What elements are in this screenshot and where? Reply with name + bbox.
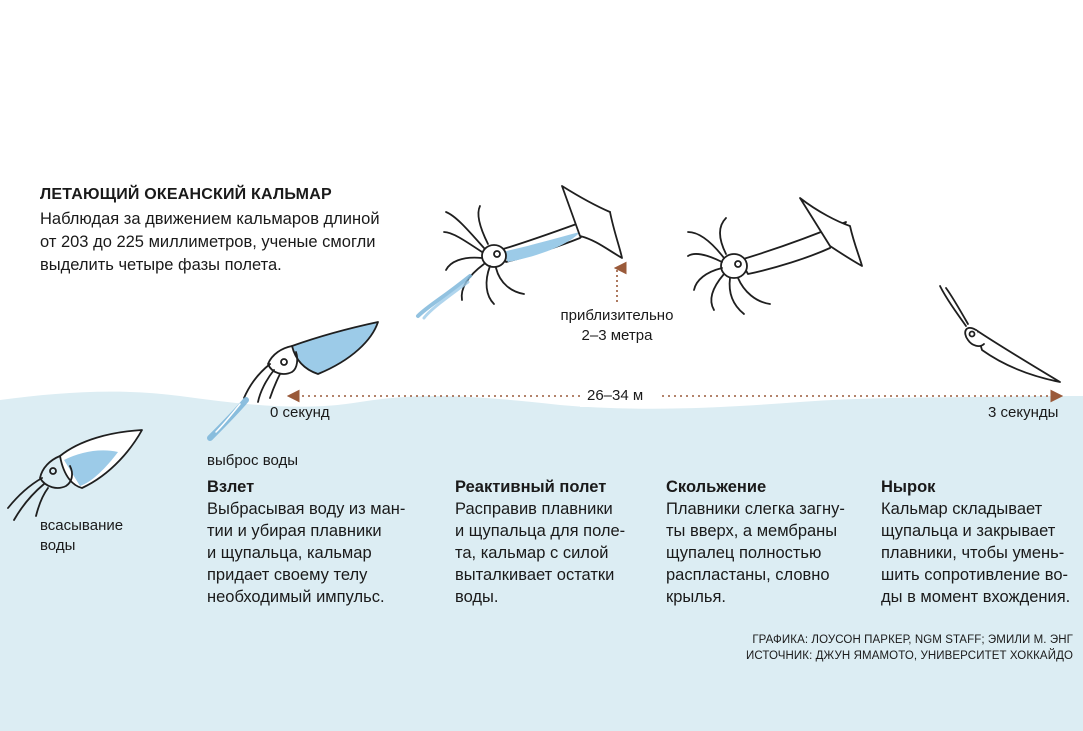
phase-line: распластаны, словно: [666, 566, 830, 584]
height-label: приблизительно 2–3 метра: [550, 306, 684, 346]
phase-dive: Нырок Кальмар складывает щупальца и закр…: [881, 476, 1076, 608]
phase-title: Взлет: [207, 478, 255, 496]
time-start-label: 0 секунд: [270, 404, 330, 421]
phase-line: и щупальца, кальмар: [207, 544, 372, 562]
intro-line: выделить четыре фазы полета.: [40, 256, 282, 274]
height-label-line: приблизительно: [560, 307, 674, 324]
phase-line: щупалец полностью: [666, 544, 822, 562]
phase-gliding: Скольжение Плавники слегка загну- ты вве…: [666, 476, 866, 608]
phase-line: Плавники слегка загну-: [666, 500, 845, 518]
phase-line: та, кальмар с силой: [455, 544, 609, 562]
squid-gliding-icon: [687, 197, 863, 315]
phase-line: щупальца и закрывает: [881, 522, 1056, 540]
phase-line: придает своему телу: [207, 566, 368, 584]
distance-label: 26–34 м: [587, 387, 644, 404]
intro-line: от 203 до 225 миллиметров, ученые смогли: [40, 233, 376, 251]
phase-takeoff: Взлет Выбрасывая воду из ман- тии и убир…: [207, 476, 422, 608]
source-credit: ИСТОЧНИК: ДЖУН ЯМАМОТО, УНИВЕРСИТЕТ ХОКК…: [745, 650, 1073, 662]
phase-line: и щупальца для поле-: [455, 522, 626, 540]
squid-jet-flight-icon: [416, 185, 623, 320]
suction-label-line: воды: [40, 537, 76, 554]
suction-label-line: всасывание: [40, 517, 124, 534]
time-end-label: 3 секунды: [988, 404, 1059, 421]
page-title: ЛЕТАЮЩИЙ ОКЕАНСКИЙ КАЛЬМАР: [40, 186, 332, 203]
phase-line: Выбрасывая воду из ман-: [207, 500, 406, 518]
height-label-line: 2–3 метра: [581, 327, 653, 344]
phase-line: шить сопротивление во-: [881, 566, 1069, 584]
phase-title: Реактивный полет: [455, 478, 607, 496]
phase-line: Расправив плавники: [455, 500, 613, 518]
squid-dive-icon: [939, 285, 1061, 383]
graphic-credit: ГРАФИКА: ЛОУСОН ПАРКЕР, NGM STAFF; ЭМИЛИ…: [752, 634, 1073, 646]
phase-line: воды.: [455, 588, 499, 606]
phase-line: плавники, чтобы умень-: [881, 544, 1065, 562]
phase-jet-flight: Реактивный полет Расправив плавники и щу…: [455, 476, 655, 608]
phase-line: ды в момент вхождения.: [881, 588, 1071, 606]
phase-line: тии и убирая плавники: [207, 522, 382, 540]
sea-area: [0, 391, 1083, 731]
squid-suction-icon: [7, 429, 143, 521]
phase-line: Кальмар складывает: [881, 500, 1043, 518]
squid-takeoff-icon: [207, 321, 379, 441]
intro-text: Наблюдая за движением кальмаров длиной о…: [40, 208, 420, 277]
phase-line: ты вверх, а мембраны: [666, 522, 838, 540]
phase-line: крылья.: [666, 588, 726, 606]
phase-line: выталкивает остатки: [455, 566, 615, 584]
phase-title: Скольжение: [666, 478, 767, 496]
water-release-label: выброс воды: [207, 452, 299, 469]
intro-line: Наблюдая за движением кальмаров длиной: [40, 210, 380, 228]
phase-title: Нырок: [881, 478, 936, 496]
suction-label: всасывание воды: [40, 516, 123, 556]
phase-line: необходимый импульс.: [207, 588, 385, 606]
